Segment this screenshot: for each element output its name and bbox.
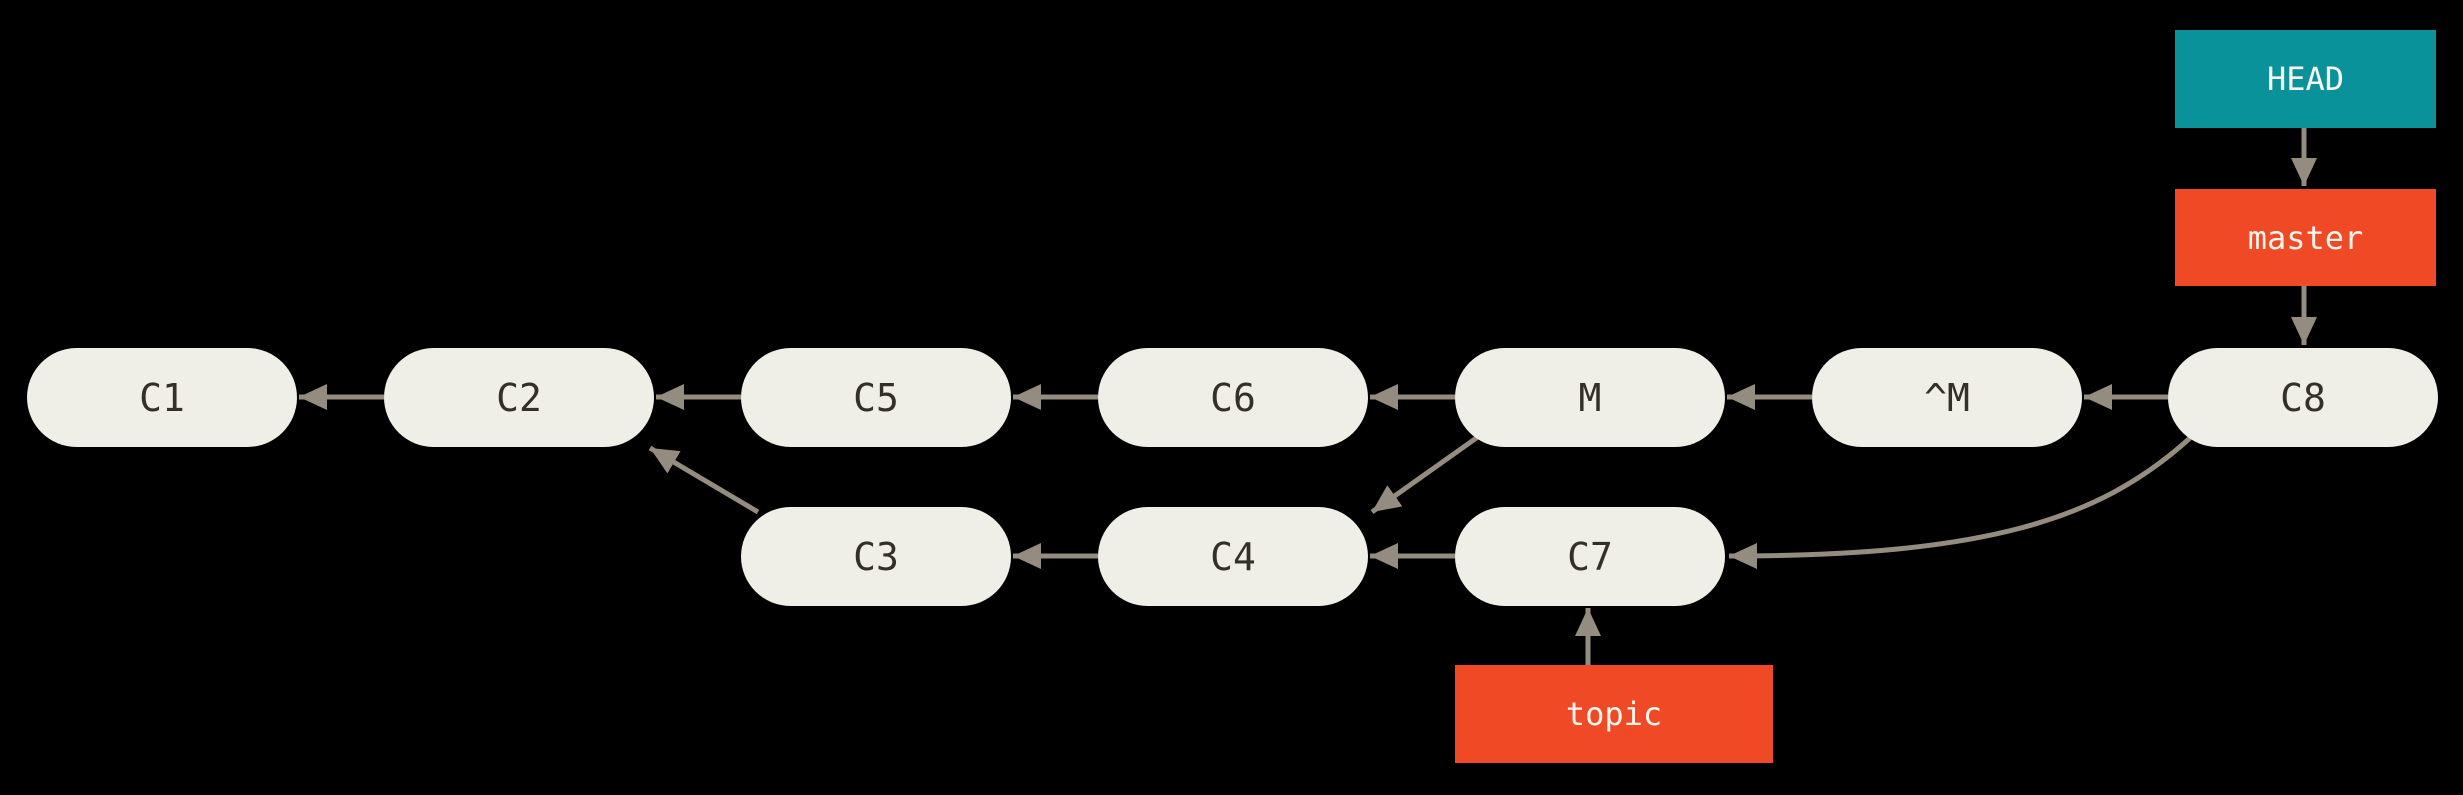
commit-node-revert-m: ^M xyxy=(1812,348,2082,447)
edge-c8-to-c7 xyxy=(1728,436,2192,569)
commit-label: C3 xyxy=(853,534,899,579)
edge-c3-to-c2 xyxy=(648,445,760,515)
commit-node-m: M xyxy=(1455,348,1725,447)
master-branch-box: master xyxy=(2175,189,2436,286)
commit-node-c4: C4 xyxy=(1098,507,1368,606)
head-ref-box: HEAD xyxy=(2175,30,2436,128)
commit-label: ^M xyxy=(1924,375,1970,420)
commit-label: C4 xyxy=(1210,534,1256,579)
commit-label: C2 xyxy=(496,375,542,420)
commit-label: C6 xyxy=(1210,375,1256,420)
edge-m-to-c4 xyxy=(1370,431,1484,515)
commit-node-c6: C6 xyxy=(1098,348,1368,447)
topic-branch-label: topic xyxy=(1565,695,1663,733)
topic-branch-box: topic xyxy=(1455,665,1773,763)
commit-label: M xyxy=(1578,375,1602,420)
commit-node-c5: C5 xyxy=(741,348,1011,447)
commit-node-c3: C3 xyxy=(741,507,1011,606)
commit-label: C8 xyxy=(2280,375,2326,420)
commit-node-c8: C8 xyxy=(2168,348,2438,447)
commit-node-c2: C2 xyxy=(384,348,654,447)
head-ref-label: HEAD xyxy=(2266,60,2345,98)
master-branch-label: master xyxy=(2247,218,2364,257)
commit-label: C7 xyxy=(1567,534,1613,579)
commit-node-c7: C7 xyxy=(1455,507,1725,606)
commit-node-c1: C1 xyxy=(27,348,297,447)
commit-label: C1 xyxy=(139,375,185,420)
commit-label: C5 xyxy=(853,375,899,420)
